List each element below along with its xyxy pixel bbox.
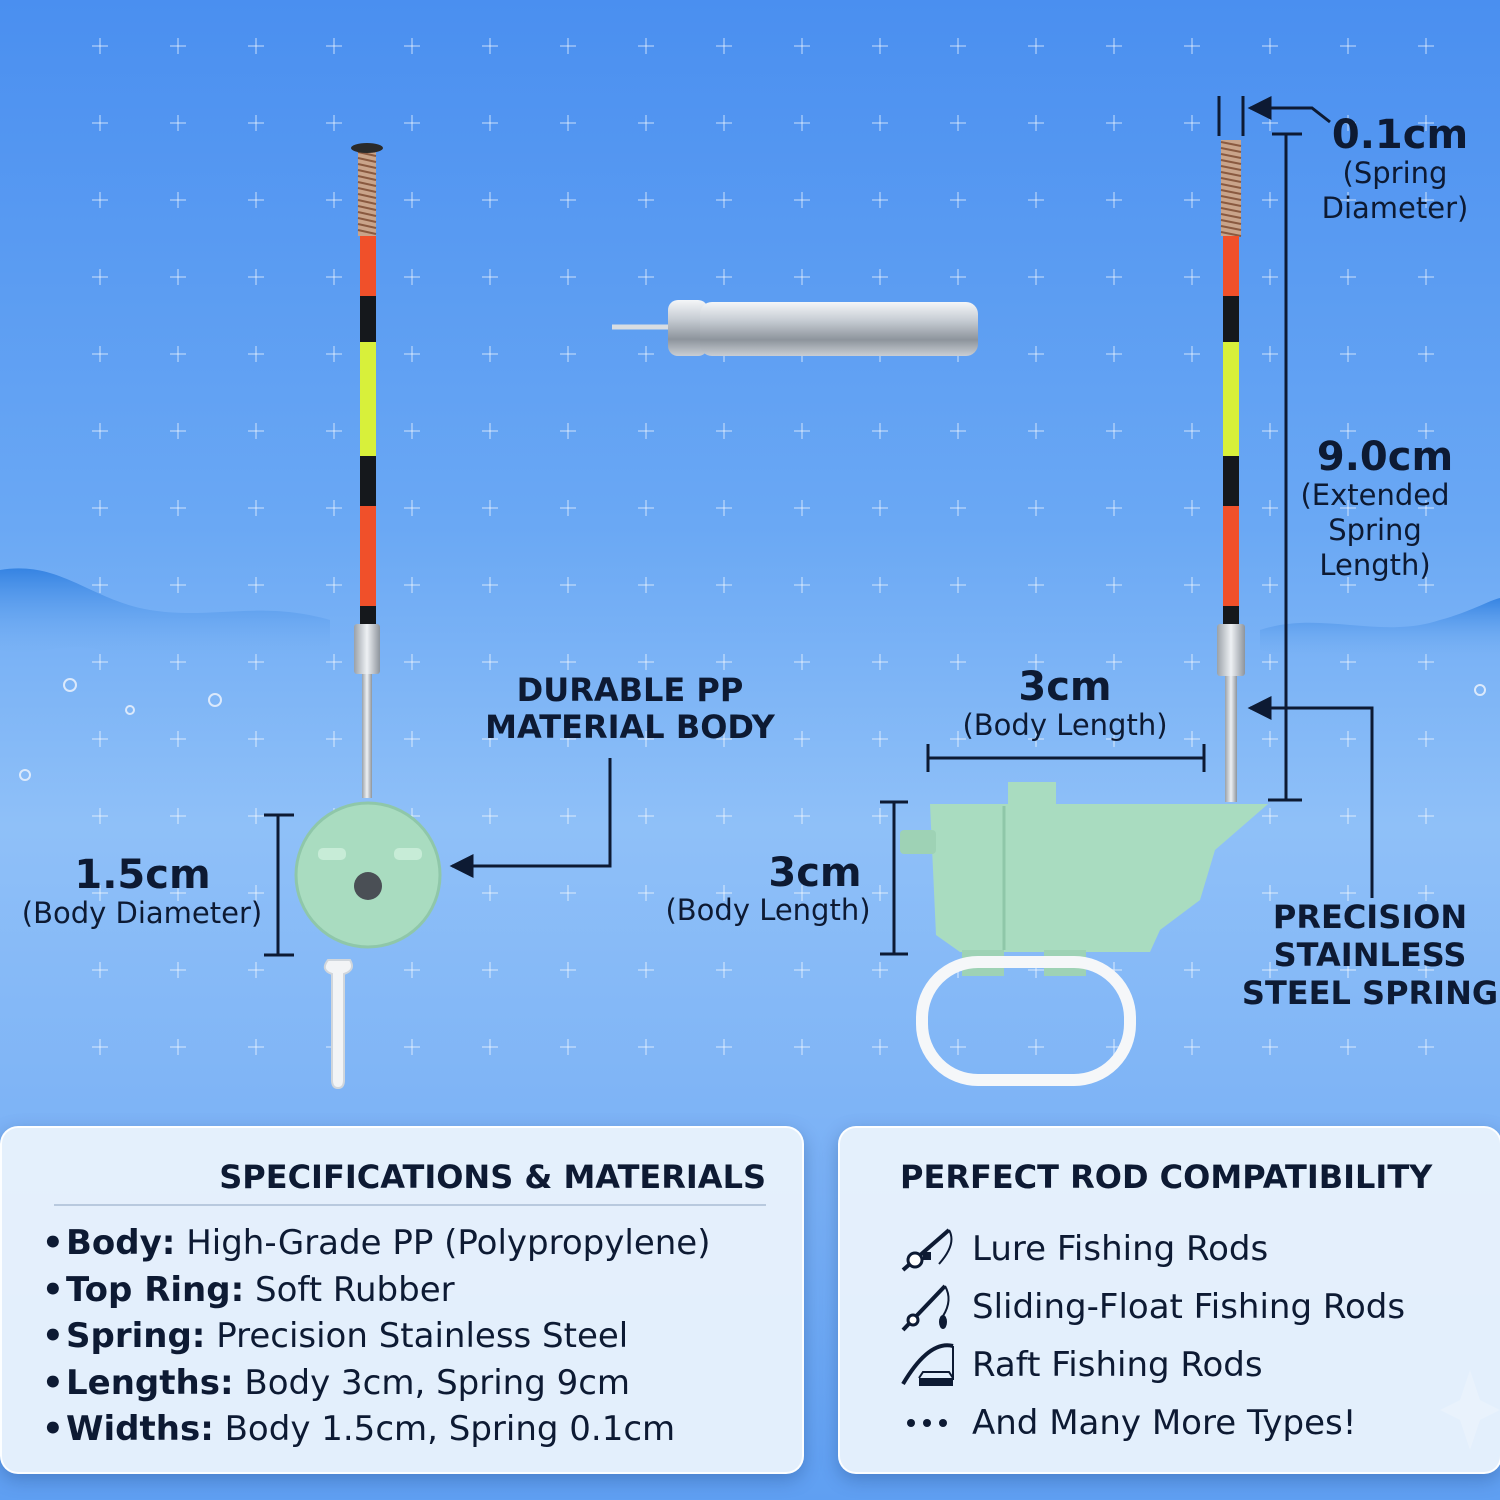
compatibility-item: And Many More Types!	[898, 1394, 1405, 1452]
spring-callout-arrow	[1247, 696, 1374, 898]
bullet: •	[42, 1316, 64, 1356]
spec-key: Body:	[66, 1223, 176, 1263]
bullet: •	[42, 1223, 64, 1263]
bullet: •	[42, 1269, 64, 1310]
compatibility-item: Sliding-Float Fishing Rods	[898, 1278, 1405, 1336]
battery	[612, 300, 978, 356]
spring-diameter-dimension	[1217, 96, 1331, 136]
spec-value: Precision Stainless Steel	[216, 1316, 629, 1356]
spec-key: Spring:	[66, 1316, 206, 1356]
spec-key: Lengths:	[66, 1362, 234, 1403]
compatibility-label: And Many More Types!	[972, 1403, 1357, 1443]
more-dots-icon	[898, 1398, 956, 1448]
fishing-rod-raft-icon	[898, 1340, 956, 1390]
compatibility-item: Raft Fishing Rods	[898, 1336, 1405, 1394]
spec-item: •Top Ring: Soft Rubber	[42, 1267, 710, 1314]
spring-callout: PRECISION STAINLESS STEEL SPRING	[1241, 898, 1499, 1012]
spring-length-dimension	[1268, 132, 1302, 802]
spring-diameter-value: 0.1cm	[1331, 112, 1469, 158]
float-side-view	[900, 140, 1268, 1086]
compatibility-label: Lure Fishing Rods	[972, 1229, 1269, 1269]
body-length-side-dimension	[880, 800, 908, 956]
body-diameter-dimension	[264, 813, 294, 957]
body-length-side-value: 3cm	[768, 850, 862, 896]
body-length-top-value: 3cm	[1018, 664, 1112, 710]
pp-body-callout-arrow	[449, 758, 612, 878]
spec-value: Body 3cm, Spring 9cm	[244, 1362, 631, 1403]
specifications-list: •Body: High-Grade PP (Polypropylene)•Top…	[42, 1220, 710, 1453]
specifications-divider	[54, 1204, 766, 1206]
water-splash	[0, 568, 1500, 781]
body-diameter-value: 1.5cm	[74, 852, 211, 898]
spec-value: Soft Rubber	[255, 1269, 455, 1310]
fishing-rod-reel-icon	[898, 1224, 956, 1274]
bullet: •	[42, 1409, 64, 1449]
compatibility-label: Raft Fishing Rods	[972, 1345, 1263, 1385]
compatibility-card: PERFECT ROD COMPATIBILITY Lure Fishing R…	[838, 1126, 1500, 1474]
spec-item: •Spring: Precision Stainless Steel	[42, 1313, 710, 1360]
spring-diameter-label: (Spring Diameter)	[1321, 156, 1469, 225]
spec-value: Body 1.5cm, Spring 0.1cm	[224, 1409, 676, 1449]
spec-value: High-Grade PP (Polypropylene)	[186, 1223, 711, 1263]
background-grid	[92, 38, 1434, 1055]
bullet: •	[42, 1362, 64, 1403]
body-diameter-label: (Body Diameter)	[21, 896, 263, 930]
body-length-top-dimension	[926, 744, 1206, 772]
body-length-side-label: (Body Length)	[665, 893, 871, 927]
specifications-card: SPECIFICATIONS & MATERIALS •Body: High-G…	[0, 1126, 804, 1474]
spec-item: •Lengths: Body 3cm, Spring 9cm	[42, 1360, 710, 1407]
spring-length-label: (Extended Spring Length)	[1300, 478, 1450, 582]
float-front-view	[294, 143, 442, 1090]
spec-key: Top Ring:	[66, 1269, 245, 1310]
spec-item: •Body: High-Grade PP (Polypropylene)	[42, 1220, 710, 1267]
compatibility-title: PERFECT ROD COMPATIBILITY	[900, 1158, 1433, 1196]
specifications-title: SPECIFICATIONS & MATERIALS	[219, 1158, 766, 1196]
compatibility-label: Sliding-Float Fishing Rods	[972, 1287, 1406, 1327]
spec-key: Widths:	[66, 1409, 214, 1449]
spec-item: •Widths: Body 1.5cm, Spring 0.1cm	[42, 1406, 710, 1453]
body-length-top-label: (Body Length)	[962, 708, 1168, 742]
fishing-rod-float-icon	[898, 1282, 956, 1332]
pp-body-callout: DURABLE PP MATERIAL BODY	[485, 671, 775, 746]
compatibility-item: Lure Fishing Rods	[898, 1220, 1405, 1278]
spring-length-value: 9.0cm	[1316, 434, 1454, 480]
